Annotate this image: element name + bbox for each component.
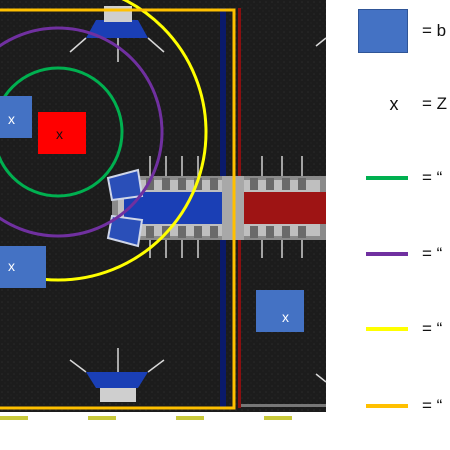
legend-item-purple-line: = “ bbox=[350, 232, 450, 276]
blue-box-2-marker: x bbox=[8, 258, 15, 274]
tape-mark bbox=[176, 416, 204, 420]
legend-item-green-line: = “ bbox=[350, 156, 450, 200]
right-corner-structure bbox=[315, 37, 327, 383]
legend-item-orange-line: = “ bbox=[350, 384, 450, 428]
legend-green-label: = “ bbox=[422, 168, 443, 187]
legend-box-swatch bbox=[358, 9, 408, 53]
legend-x-symbol: x bbox=[389, 94, 399, 114]
legend: = b x = Z = “ = “ = “ = “ bbox=[350, 0, 450, 450]
green-circle bbox=[0, 66, 124, 198]
legend-item-yellow-line: = “ bbox=[350, 307, 450, 351]
blue-box-2 bbox=[0, 246, 46, 288]
legend-orange-label: = “ bbox=[422, 396, 443, 415]
bottom-robot-station bbox=[69, 348, 165, 402]
red-box-marker: x bbox=[56, 126, 63, 142]
orange-zone bbox=[0, 8, 236, 410]
yellow-circle bbox=[0, 0, 208, 282]
red-box bbox=[38, 112, 86, 154]
tape-mark bbox=[264, 416, 292, 420]
tape-mark bbox=[88, 416, 116, 420]
legend-green-swatch bbox=[366, 176, 408, 180]
legend-orange-swatch bbox=[366, 404, 408, 408]
legend-item-x: x = Z bbox=[350, 82, 450, 126]
legend-purple-swatch bbox=[366, 252, 408, 256]
blue-box-1-marker: x bbox=[8, 111, 15, 127]
legend-x-label: = Z bbox=[422, 94, 448, 113]
right-field-border bbox=[241, 404, 326, 407]
center-bridge bbox=[106, 156, 326, 258]
legend-yellow-swatch bbox=[366, 327, 408, 331]
legend-yellow-label: = “ bbox=[422, 319, 443, 338]
blue-box-3-marker: x bbox=[282, 309, 289, 325]
tape-mark bbox=[0, 416, 28, 420]
blue-box-3 bbox=[256, 290, 304, 332]
legend-box-label: = b bbox=[422, 21, 447, 40]
purple-circle bbox=[0, 26, 164, 238]
legend-item-box: = b bbox=[350, 9, 450, 53]
blue-box-1 bbox=[0, 96, 32, 138]
field-diagram: x x x x bbox=[0, 0, 327, 420]
legend-purple-label: = “ bbox=[422, 244, 443, 263]
